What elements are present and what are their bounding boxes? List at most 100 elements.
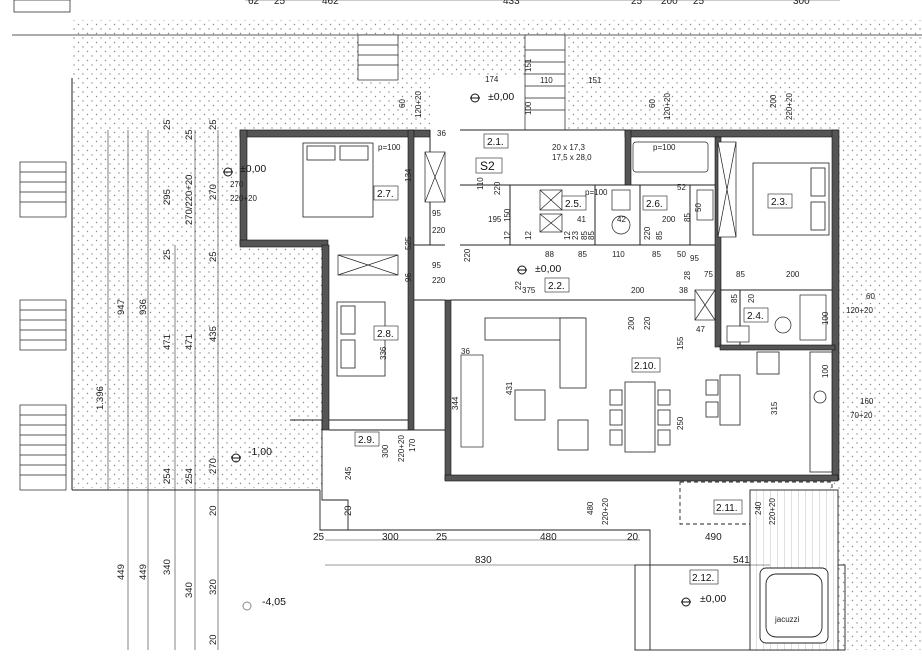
level-entry: ±0,00 — [488, 91, 514, 103]
dim-label: 220 — [643, 316, 652, 330]
dim-label: 12 — [503, 231, 512, 240]
top-dim: 433 — [503, 0, 520, 7]
dim-label: 200 — [662, 215, 676, 224]
left-upper-dim: 270/220+20 — [184, 175, 195, 225]
dim-label: 12 — [524, 231, 533, 240]
level-terrace-low: -1,00 — [248, 446, 272, 458]
room-label-2-3: 2.3. — [771, 197, 788, 208]
dim-label: 85 — [655, 231, 664, 240]
left-dim: 20 — [208, 505, 219, 516]
top-dim: 25 — [631, 0, 643, 7]
left-dim: 340 — [162, 559, 173, 575]
left-dim: 435 — [208, 326, 219, 342]
opening-label: p=100 — [378, 143, 401, 152]
stair-spec-1: 20 x 17,3 — [552, 143, 585, 152]
top-dim: 25 — [693, 0, 705, 7]
room-label-2-4: 2.4. — [747, 311, 764, 322]
left-upper-dim: 295 — [162, 189, 173, 205]
dim-label: 50 — [677, 250, 686, 259]
top-dim: 25 — [274, 0, 286, 7]
misc-dim-labels: 174 151 110 151 100 60 120+20 36 134 95 … — [230, 58, 875, 525]
left-dim: 471 — [184, 334, 195, 350]
dim-label: 151 — [588, 76, 602, 85]
dim-label: 28 — [683, 271, 692, 280]
dim-label: 23 — [571, 231, 580, 240]
dim-label: 85 — [652, 250, 661, 259]
room-label-2-6: 2.6. — [646, 199, 663, 210]
dim-label: 250 — [676, 416, 685, 430]
dim-label: 200 — [627, 316, 636, 330]
dim-label: 150 — [503, 208, 512, 222]
dim-label: 240 — [754, 501, 763, 515]
dim-label: 85 — [580, 231, 589, 240]
dim-label: 110 — [476, 177, 485, 190]
dim-label: 300 — [381, 444, 390, 458]
top-stair — [357, 34, 566, 131]
dim-label: 42 — [617, 215, 626, 224]
dim-label: 220 — [432, 226, 446, 235]
dim-label: 220 — [643, 226, 652, 240]
top-dim: 300 — [793, 0, 810, 7]
room-label-2-1: 2.1. — [487, 137, 504, 148]
walls — [239, 129, 840, 482]
room-label-2-8: 2.8. — [377, 329, 394, 340]
dim-label: 270 — [230, 180, 244, 189]
dim-label: 110 — [540, 76, 553, 85]
bottom-dim: 490 — [705, 532, 722, 543]
bottom-dim: 480 — [540, 532, 557, 543]
opening-label: p=100 — [653, 143, 676, 152]
dim-label: 151 — [524, 58, 533, 72]
dim-label: 220+20 — [768, 498, 777, 525]
level-terrace-left: ±0,00 — [240, 163, 266, 175]
dim-label: 220 — [463, 248, 472, 262]
dim-label: 220 — [493, 181, 502, 195]
dim-label: 220+20 — [785, 93, 794, 120]
living-furniture — [484, 317, 833, 473]
left-dim: 254 — [184, 468, 195, 484]
dim-label: 36 — [437, 129, 446, 138]
room-labels — [354, 133, 793, 585]
dim-label: 220 — [432, 276, 446, 285]
left-dim: 270 — [208, 458, 219, 474]
dim-label: 174 — [485, 75, 499, 84]
left-upper-dim: 25 — [208, 251, 219, 262]
dim-label: 120+20 — [414, 91, 423, 118]
dim-label: 110 — [612, 250, 625, 259]
top-dim: 462 — [322, 0, 339, 7]
dim-label: 85 — [736, 270, 745, 279]
dim-label: 95 — [690, 254, 699, 263]
left-upper-dim: 25 — [162, 249, 173, 260]
level-garden: -4,05 — [262, 596, 286, 608]
dim-label: 120+20 — [846, 306, 873, 315]
dim-label: 100 — [821, 364, 830, 378]
left-dim: 254 — [162, 468, 173, 484]
dim-label: 36 — [461, 347, 470, 356]
dim-label: 41 — [577, 215, 586, 224]
left-dim: 936 — [138, 299, 149, 315]
dim-label: 85 — [587, 231, 596, 240]
dim-label: 75 — [704, 270, 713, 279]
bottom-dim: 541 — [733, 555, 750, 566]
dim-label: 38 — [679, 286, 688, 295]
dim-label: 134 — [404, 168, 413, 182]
dim-label: 336 — [379, 346, 388, 360]
dim-label: 95 — [432, 261, 441, 270]
top-dim: 62 — [248, 0, 260, 7]
dimension-lines — [107, 0, 840, 650]
dim-label: 155 — [676, 336, 685, 350]
left-upper-dim: 25 — [162, 119, 173, 130]
dim-label: 95 — [432, 209, 441, 218]
bottom-dim: 300 — [382, 532, 399, 543]
left-dim: 340 — [184, 582, 195, 598]
room-label-2-9: 2.9. — [358, 435, 375, 446]
dim-label: 12 — [563, 231, 572, 240]
dim-label: 100 — [524, 101, 533, 115]
dim-label: 170 — [408, 438, 417, 452]
dim-label: 22 — [514, 281, 523, 290]
room-label-2-12: 2.12. — [692, 573, 714, 584]
jacuzzi-label: jacuzzi — [774, 615, 800, 624]
room-label-2-7: 2.7. — [377, 189, 394, 200]
level-living: ±0,00 — [535, 263, 561, 275]
dim-label: 20 — [747, 294, 756, 303]
